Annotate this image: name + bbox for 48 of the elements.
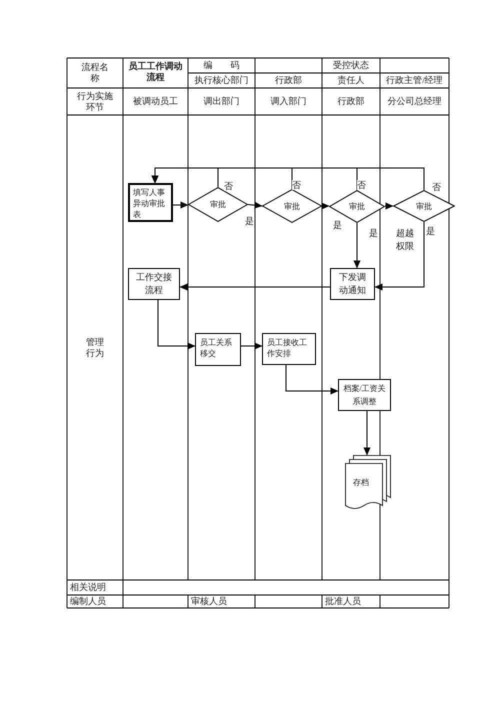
table-label: 被调动员工 [133,96,178,107]
table-label: 行政部 [338,96,364,107]
arrow [364,410,370,456]
process-box: 下发调动通知 [330,268,375,300]
table-label: 编 码 [204,60,240,71]
table-label: 流程名称 [80,62,110,84]
process-box: 填写人事异动审批表 [128,183,173,222]
arrow [286,364,338,394]
table-label: 调出部门 [204,96,240,107]
decision-diamond: 审批 [262,189,322,223]
table-label: 行政部 [275,75,302,86]
arrow [384,202,394,210]
edge-label: 否 [432,182,441,192]
edge-label: 是 [245,216,254,226]
arrow [354,222,360,268]
decision-diamond: 审批 [393,190,455,222]
edge-label: 否 [292,180,301,190]
table-label: 行政主管/经理 [386,75,443,86]
arrow [374,222,424,290]
table-label: 责任人 [338,75,364,86]
process-box: 员工关系移交 [195,333,241,366]
table-label: 编制人员 [70,596,106,607]
table-label: 审核人员 [191,596,227,607]
table-label: 分公司总经理 [388,96,442,107]
table-label: 调入部门 [270,96,306,107]
process-box: 档案/工资关系调整 [338,379,391,411]
process-box: 工作交接流程 [128,268,180,300]
arrow [240,342,262,350]
edge-label: 是 [333,220,342,230]
table-label: 相关说明 [70,582,106,593]
process-box: 员工接收工作安排 [262,333,316,365]
edge-label: 否 [224,181,233,191]
table-label: 批准人员 [325,596,361,607]
table-label: 受控状态 [333,60,369,71]
edge-label: 是 [369,228,378,238]
arrow [180,284,330,290]
arrow [152,168,424,190]
table-label: 管理行为 [85,336,105,358]
table-label: 员工工作调动流程 [128,62,184,84]
edge-label: 否 [357,180,366,190]
edge-label: 超越权限 [396,227,415,253]
arrow [322,202,330,210]
edge-label: 是 [426,226,435,236]
arrow [172,202,188,208]
table-label: 行为实施环节 [76,90,114,112]
arrow [158,300,196,350]
arrow [248,202,262,209]
table-label: 执行核心部门 [194,75,248,86]
